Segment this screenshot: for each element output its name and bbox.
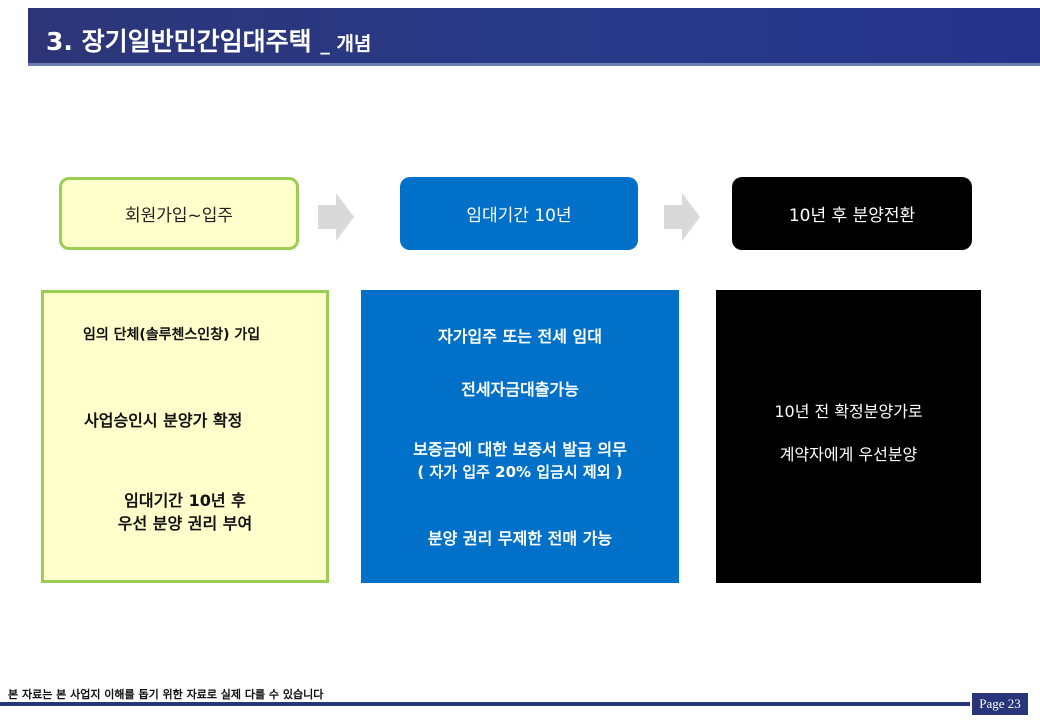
detail-box-signup: 임의 단체(솔루첸스인창) 가입 사업승인시 분양가 확정 임대기간 10년 후… (41, 290, 329, 583)
detail-line: 10년 전 확정분양가로 (774, 402, 923, 421)
step-sale-conversion: 10년 후 분양전환 (732, 177, 972, 250)
title-subtitle: _ 개념 (320, 33, 372, 55)
detail-line: 전세자금대출가능 (461, 380, 579, 399)
step-label: 회원가입~입주 (124, 206, 234, 226)
detail-line: 계약자에게 우선분양 (779, 445, 918, 464)
step-label: 10년 후 분양전환 (788, 206, 916, 226)
step-rental-period: 임대기간 10년 (400, 177, 638, 250)
step-signup-to-movein: 회원가입~입주 (59, 177, 299, 250)
header-bar: 3. 장기일반민간임대주택 _ 개념 (28, 8, 1040, 66)
detail-box-conversion: 10년 전 확정분양가로 계약자에게 우선분양 (716, 290, 981, 583)
detail-line: 사업승인시 분양가 확정 (84, 411, 243, 430)
arrow-right-icon (664, 193, 700, 241)
footer-divider (0, 702, 970, 706)
detail-line: 분양 권리 무제한 전매 가능 (427, 529, 613, 548)
detail-line: ( 자가 입주 20% 입금시 제외 ) (417, 463, 623, 481)
arrow-right-icon (318, 193, 354, 241)
detail-line: 우선 분양 권리 부여 (117, 514, 253, 533)
disclaimer-note: 본 자료는 본 사업지 이해를 돕기 위한 자료로 실제 다를 수 있습니다 (8, 688, 324, 701)
page-title: 3. 장기일반민간임대주택 _ 개념 (46, 22, 371, 58)
detail-line: 보증금에 대한 보증서 발급 의무 (413, 440, 627, 459)
page-number: Page 23 (972, 693, 1028, 715)
detail-box-rental: 자가입주 또는 전세 임대 전세자금대출가능 보증금에 대한 보증서 발급 의무… (361, 290, 679, 583)
title-text: 3. 장기일반민간임대주택 (46, 27, 312, 56)
step-label: 임대기간 10년 (466, 206, 572, 226)
detail-line: 임대기간 10년 후 (124, 491, 246, 510)
detail-line: 임의 단체(솔루첸스인창) 가입 (83, 327, 261, 343)
detail-line: 자가입주 또는 전세 임대 (438, 327, 602, 346)
